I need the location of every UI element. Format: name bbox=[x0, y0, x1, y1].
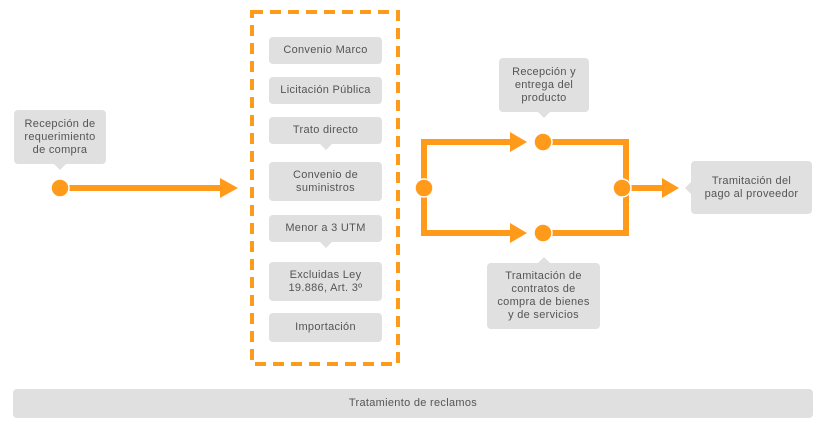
procurement-options-frame bbox=[250, 10, 400, 366]
branch-top-label-box: Recepción y entrega del producto bbox=[499, 58, 589, 118]
option-label: Licitación Pública bbox=[280, 84, 371, 96]
input-arrow-head bbox=[220, 178, 238, 198]
option-label: Excluidas Ley 19.886, Art. 3º bbox=[288, 268, 363, 294]
option-box-convenio-marco: Convenio Marco bbox=[269, 37, 382, 64]
option-box-excluidas-ley: Excluidas Ley 19.886, Art. 3º bbox=[269, 262, 382, 301]
branch-top-label: Recepción y entrega del producto bbox=[512, 65, 576, 104]
option-box-importacion: Importación bbox=[269, 313, 382, 342]
branch-top-node bbox=[533, 132, 553, 152]
branch-bottom-label: Tramitación de contratos de compra de bi… bbox=[497, 270, 590, 321]
start-label-box: Recepción de requerimiento de compra bbox=[14, 110, 106, 170]
option-box-licitacion-publica: Licitación Pública bbox=[269, 77, 382, 104]
start-node bbox=[50, 178, 70, 198]
option-box-menor-3-utm: Menor a 3 UTM bbox=[269, 215, 382, 248]
footer-bar: Tratamiento de reclamos bbox=[13, 389, 813, 418]
branch-top-arrow-head bbox=[510, 132, 527, 152]
branch-bottom-label-box: Tramitación de contratos de compra de bi… bbox=[487, 257, 600, 329]
merge-top-line bbox=[543, 139, 629, 188]
branch-bottom-node bbox=[533, 223, 553, 243]
option-label: Trato directo bbox=[292, 124, 359, 136]
option-label: Convenio de suministros bbox=[292, 168, 359, 194]
branch-bottom-arrow-head bbox=[510, 223, 527, 243]
end-label-box: Tramitación del pago al proveedor bbox=[685, 161, 812, 214]
end-label: Tramitación del pago al proveedor bbox=[704, 174, 799, 200]
output-arrow-head bbox=[662, 178, 679, 198]
split-node bbox=[414, 178, 434, 198]
footer-label: Tratamiento de reclamos bbox=[348, 397, 478, 409]
option-box-convenio-suministros: Convenio de suministros bbox=[269, 162, 382, 201]
branch-bottom-line bbox=[421, 188, 512, 236]
option-label: Importación bbox=[295, 321, 356, 333]
merge-node bbox=[612, 178, 632, 198]
merge-bottom-line bbox=[543, 188, 629, 236]
start-label: Recepción de requerimiento de compra bbox=[24, 117, 96, 156]
option-box-trato-directo: Trato directo bbox=[269, 117, 382, 150]
branch-top-line bbox=[421, 139, 512, 188]
option-label: Convenio Marco bbox=[283, 44, 368, 56]
option-label: Menor a 3 UTM bbox=[285, 222, 366, 234]
